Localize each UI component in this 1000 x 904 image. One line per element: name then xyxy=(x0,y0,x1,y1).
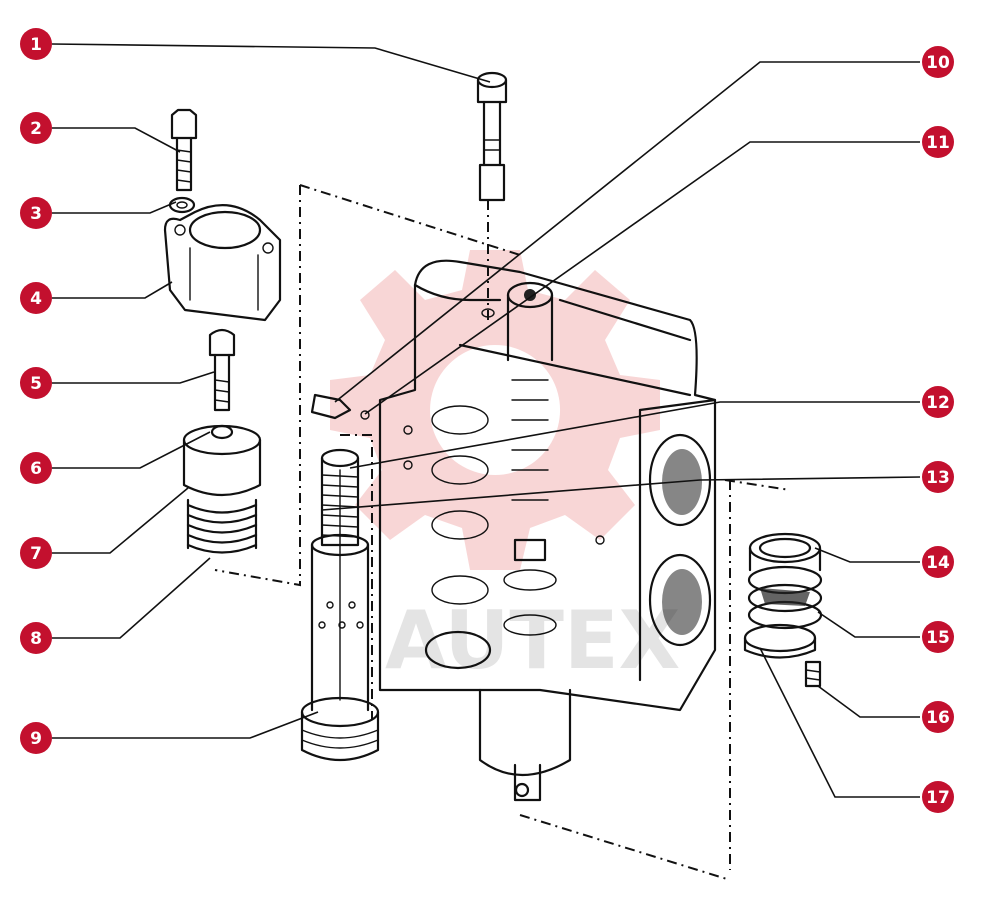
callout-7: 7 xyxy=(20,537,52,569)
callout-label: 7 xyxy=(30,544,42,564)
callouts: 1 2 3 4 5 6 7 8 9 10 11 12 13 14 15 16 1… xyxy=(20,28,954,813)
leader-lines xyxy=(51,43,921,798)
callout-8: 8 xyxy=(20,622,52,654)
part-13-spool xyxy=(310,448,370,712)
part-6-piston xyxy=(182,424,262,497)
callout-label: 1 xyxy=(30,35,42,55)
callout-5: 5 xyxy=(20,367,52,399)
part-3-washer xyxy=(168,196,196,214)
part-1-bolt xyxy=(476,71,508,202)
callout-label: 8 xyxy=(30,629,42,649)
callout-11: 11 xyxy=(922,126,954,158)
part-17-base-cap xyxy=(743,623,817,659)
callout-label: 16 xyxy=(926,708,950,728)
callout-label: 9 xyxy=(30,729,42,749)
part-14-end-cap xyxy=(748,532,822,572)
valve-body xyxy=(378,259,717,802)
part-9-plug xyxy=(300,696,380,762)
callout-3: 3 xyxy=(20,197,52,229)
part-8-spring xyxy=(186,498,258,554)
part-10-fitting xyxy=(310,393,370,420)
callout-label: 4 xyxy=(30,289,42,309)
callout-16: 16 xyxy=(922,701,954,733)
part-2-screw xyxy=(170,108,198,192)
callout-label: 2 xyxy=(30,119,42,139)
callout-15: 15 xyxy=(922,621,954,653)
callout-label: 6 xyxy=(30,459,42,479)
part-5-bolt xyxy=(208,328,236,412)
callout-label: 5 xyxy=(30,374,42,394)
callout-12: 12 xyxy=(922,386,954,418)
callout-14: 14 xyxy=(922,546,954,578)
callout-label: 14 xyxy=(926,553,950,573)
callout-label: 17 xyxy=(926,788,950,808)
callout-13: 13 xyxy=(922,461,954,493)
part-15-spring-pack xyxy=(747,565,823,630)
callout-label: 15 xyxy=(926,628,950,648)
callout-label: 13 xyxy=(926,468,950,488)
watermark-text: AUTEX xyxy=(385,594,680,687)
callout-10: 10 xyxy=(922,46,954,78)
callout-17: 17 xyxy=(922,781,954,813)
callout-1: 1 xyxy=(20,28,52,60)
callout-2: 2 xyxy=(20,112,52,144)
callout-6: 6 xyxy=(20,452,52,484)
callout-label: 10 xyxy=(926,53,950,73)
housing-outline xyxy=(214,184,791,881)
part-16-screw xyxy=(804,660,822,688)
callout-label: 12 xyxy=(926,393,950,413)
callout-label: 11 xyxy=(926,133,950,153)
callout-label: 3 xyxy=(30,204,42,224)
callout-4: 4 xyxy=(20,282,52,314)
callout-9: 9 xyxy=(20,722,52,754)
part-4-cover xyxy=(163,204,282,322)
